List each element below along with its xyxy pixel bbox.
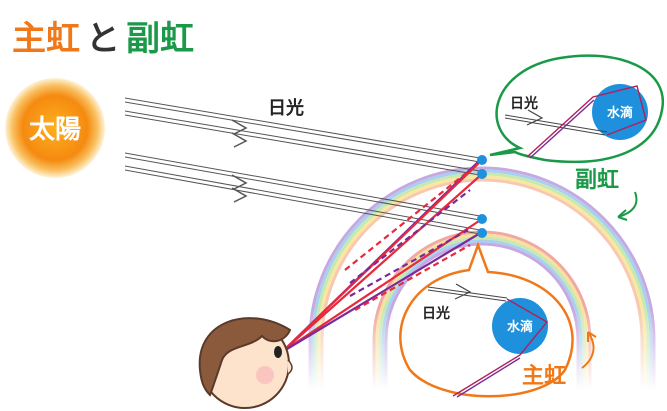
title-primary: 主虹 [12,19,80,59]
secondary-sunlight-label: 日光 [510,95,538,112]
secondary-bubble: 水滴 日光 [489,54,665,164]
sun-label: 太陽 [29,115,81,145]
title-connector: と [86,19,120,59]
primary-arrow-icon [581,331,597,369]
secondary-drop-label: 水滴 [607,105,633,121]
sunlight-rays [124,97,481,235]
primary-bubble: 水滴 日光 [399,241,574,398]
primary-drop-label: 水滴 [507,319,533,335]
primary-rainbow-label: 主虹 [522,364,566,389]
secondary-rainbow-label: 副虹 [575,168,619,193]
eye-icon [274,346,282,358]
observer-face [198,317,293,409]
primary-water-drop [492,298,548,354]
secondary-arrow-icon [617,191,638,221]
title-secondary: 副虹 [126,19,194,59]
primary-rainbow-arc [372,230,592,395]
secondary-water-drop [592,84,648,140]
rays-to-eye [281,159,483,353]
primary-sunlight-label: 日光 [422,305,450,322]
sunlight-label: 日光 [268,97,304,119]
sun: 太陽 [5,78,105,178]
water-drops [477,155,487,238]
